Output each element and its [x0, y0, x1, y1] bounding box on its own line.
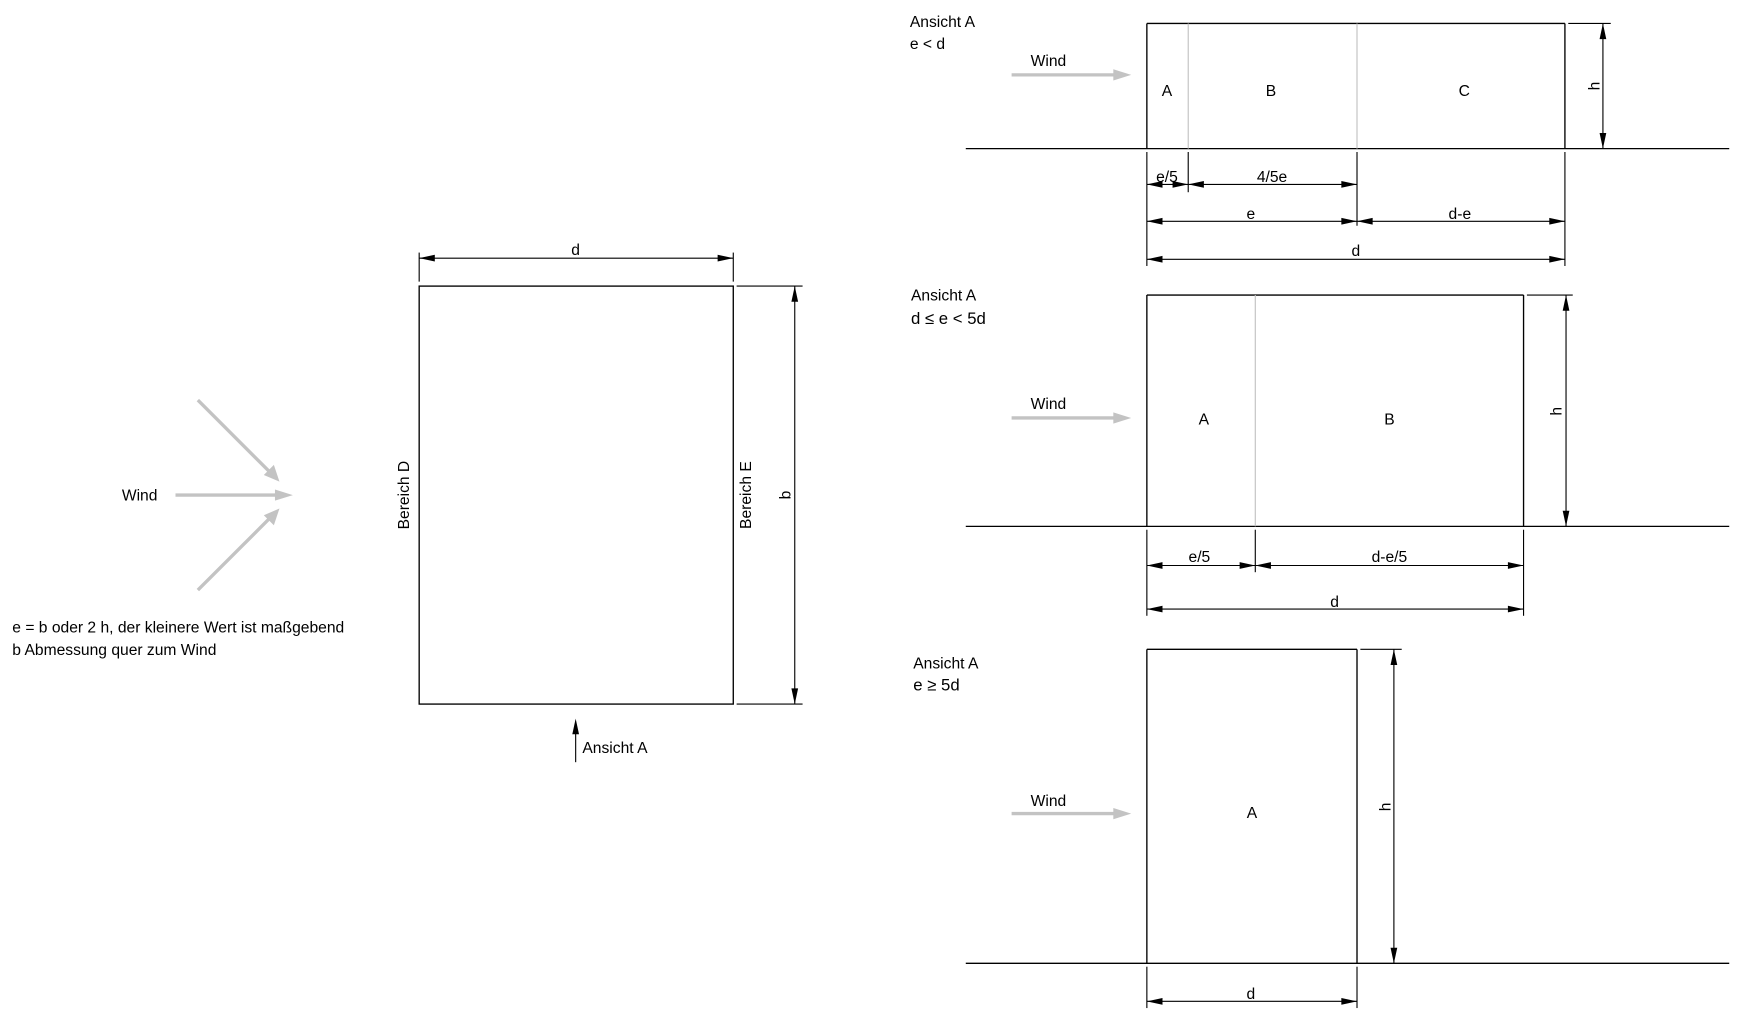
elevation-2-wind-label: Wind	[1031, 396, 1067, 413]
dim-b-label: b	[777, 490, 794, 499]
zone-b-label: B	[1266, 83, 1276, 100]
dimension-chain	[1146, 529, 1525, 616]
wind-label: Wind	[122, 488, 158, 505]
note-line-2: b Abmessung quer zum Wind	[12, 642, 216, 659]
elevation-e-less-d: Ansicht A e < d Wind A B C h	[910, 14, 1730, 266]
elevation-3-title: Ansicht A	[913, 655, 979, 672]
dimension-h	[1568, 22, 1611, 149]
side-label-bereich-e: Bereich E	[738, 461, 755, 529]
dimension-chain	[1146, 151, 1566, 266]
wind-arrows-icon	[175, 398, 293, 592]
elevation-1-condition: e < d	[910, 36, 945, 53]
view-marker-label: Ansicht A	[582, 740, 648, 757]
dim-d-label: d	[571, 242, 580, 259]
dim-h-label: h	[1378, 803, 1395, 812]
dimension-h	[1360, 648, 1402, 964]
elevation-2-condition: d ≤ e < 5d	[911, 309, 986, 328]
elevation-1-title: Ansicht A	[910, 14, 976, 31]
dim-h-label: h	[1587, 82, 1604, 91]
dim-label: e	[1246, 206, 1255, 223]
dimension-chain	[1146, 966, 1358, 1009]
building-plan-outline	[418, 285, 734, 705]
zone-b-label: B	[1384, 412, 1394, 429]
plan-view: Wind d b Bereich D Bereich E An	[12, 242, 803, 763]
zone-a-label: A	[1199, 412, 1210, 429]
elevation-3-wind-label: Wind	[1031, 793, 1067, 810]
dimension-d-top	[418, 252, 734, 282]
elevation-3-condition: e ≥ 5d	[913, 676, 959, 695]
dim-label: e/5	[1189, 549, 1211, 566]
wind-arrow-icon	[1011, 808, 1132, 820]
zone-a-label: A	[1162, 83, 1173, 100]
elevation-e-ge-5d: Ansicht A e ≥ 5d Wind A h d	[913, 648, 1730, 1009]
dim-label: 4/5e	[1257, 169, 1287, 186]
wind-arrow-icon	[1011, 412, 1132, 424]
zone-a-label: A	[1247, 805, 1258, 822]
view-marker-arrow-icon	[572, 718, 580, 763]
elevation-1-wind-label: Wind	[1031, 53, 1067, 70]
dim-label: d	[1330, 594, 1339, 611]
elevation-d-le-e-lt-5d: Ansicht A d ≤ e < 5d Wind A B h	[911, 288, 1730, 616]
dim-h-label: h	[1549, 407, 1566, 416]
dim-label: e/5	[1156, 169, 1178, 186]
dimension-b-right	[736, 285, 803, 705]
zone-c-label: C	[1459, 83, 1470, 100]
note-line-1: e = b oder 2 h, der kleinere Wert ist ma…	[12, 620, 344, 637]
dimension-h	[1526, 294, 1573, 527]
elevation-2-title: Ansicht A	[911, 288, 977, 305]
dim-label: d-e	[1449, 206, 1472, 223]
dim-label: d	[1352, 243, 1361, 260]
dim-label: d	[1246, 986, 1255, 1003]
side-label-bereich-d: Bereich D	[396, 461, 413, 530]
dim-label: d-e/5	[1372, 549, 1408, 566]
wind-arrow-icon	[1011, 69, 1132, 81]
